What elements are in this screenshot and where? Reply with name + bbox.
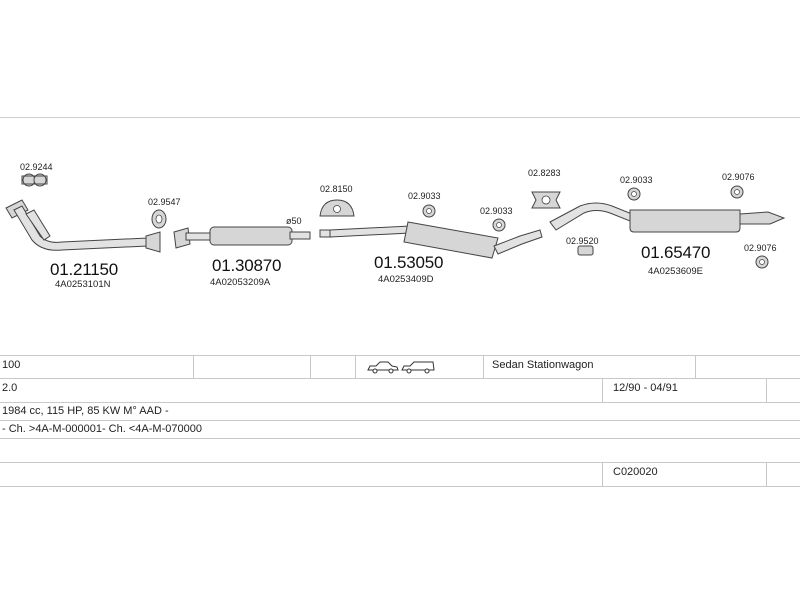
body-type-cell: Sedan Stationwagon bbox=[492, 359, 594, 371]
spec-cell: 1984 cc, 115 HP, 85 KW M° AAD - bbox=[2, 405, 169, 417]
front-pipe-group: 02.9244 02.9547 01.21150 4A0253101N bbox=[5, 162, 181, 290]
ring-code-label: 02.9520 bbox=[566, 236, 599, 246]
middle-silencer-inlet bbox=[329, 225, 411, 238]
clamp-code-label: 02.9547 bbox=[148, 197, 181, 207]
gasket-icon[interactable] bbox=[21, 173, 48, 187]
rubber-code-label: 02.9076 bbox=[744, 243, 777, 253]
middle-silencer-group: 02.8150 02.9033 02.9033 01.53050 4A02534… bbox=[319, 184, 543, 285]
sedan-icon bbox=[367, 361, 399, 374]
engine-cell: 2.0 bbox=[2, 382, 18, 394]
front-pipe-end-flange bbox=[145, 231, 161, 253]
rubber-hanger-icon[interactable] bbox=[730, 185, 744, 199]
oem-number-front-silencer: 4A02053209A bbox=[210, 277, 271, 288]
part-number-front-silencer[interactable]: 01.30870 bbox=[212, 256, 282, 275]
rubber-code-label: 02.9076 bbox=[722, 172, 755, 182]
table-col-line bbox=[695, 355, 696, 378]
table-row-line bbox=[0, 438, 800, 439]
rear-silencer-body[interactable] bbox=[629, 209, 741, 233]
oem-number-rear-silencer: 4A0253609E bbox=[648, 266, 703, 277]
clamp-icon[interactable] bbox=[151, 209, 167, 229]
table-row-line bbox=[0, 486, 800, 487]
mount-code-label: 02.9033 bbox=[480, 206, 513, 216]
oem-number-front-pipe: 4A0253101N bbox=[55, 279, 111, 290]
oem-number-middle-silencer: 4A0253409D bbox=[378, 274, 434, 285]
table-col-line bbox=[355, 355, 356, 378]
table-col-line bbox=[193, 355, 194, 378]
clamp-icon[interactable] bbox=[319, 199, 355, 217]
table-col-line bbox=[602, 378, 603, 402]
table-col-line bbox=[483, 355, 484, 378]
table-col-line bbox=[766, 462, 767, 486]
front-silencer-group: ø50 01.30870 4A02053209A bbox=[173, 216, 311, 288]
front-silencer-inlet bbox=[185, 232, 213, 241]
mount-code-label: 02.8283 bbox=[528, 168, 561, 178]
table-row-line bbox=[0, 462, 800, 463]
rubber-mount-icon[interactable] bbox=[627, 187, 641, 201]
table-row-line bbox=[0, 355, 800, 356]
chassis-cell: - Ch. >4A-M-000001- Ch. <4A-M-070000 bbox=[2, 423, 202, 435]
part-number-front-pipe[interactable]: 01.21150 bbox=[50, 260, 118, 279]
rubber-mount-icon[interactable] bbox=[531, 191, 561, 209]
mount-code-label: 02.9033 bbox=[620, 175, 653, 185]
rear-silencer-group: 02.8283 02.9520 02.9033 02.9076 02.9076 … bbox=[528, 168, 786, 277]
catalog-code-cell: C020020 bbox=[613, 466, 658, 478]
rubber-mount-icon[interactable] bbox=[492, 218, 506, 232]
table-col-line bbox=[602, 462, 603, 486]
model-cell: 100 bbox=[2, 359, 21, 371]
part-number-middle-silencer[interactable]: 01.53050 bbox=[374, 253, 444, 272]
rear-silencer-tailpipe bbox=[739, 211, 786, 225]
front-silencer-body[interactable] bbox=[209, 226, 293, 246]
rubber-ring-icon[interactable] bbox=[577, 245, 594, 256]
mount-code-label: 02.9033 bbox=[408, 191, 441, 201]
middle-silencer-outlet bbox=[493, 229, 543, 255]
table-row-line bbox=[0, 420, 800, 421]
rubber-mount-icon[interactable] bbox=[422, 204, 436, 218]
clamp-code-label: 02.8150 bbox=[320, 184, 353, 194]
front-pipe-branch bbox=[25, 209, 51, 241]
table-row-line bbox=[0, 402, 800, 403]
table-col-line bbox=[766, 378, 767, 402]
stationwagon-icon bbox=[401, 361, 435, 374]
table-col-line bbox=[310, 355, 311, 378]
middle-silencer-body[interactable] bbox=[403, 221, 499, 259]
diameter-label: ø50 bbox=[286, 216, 302, 226]
rubber-hanger-icon[interactable] bbox=[755, 255, 769, 269]
part-number-rear-silencer[interactable]: 01.65470 bbox=[641, 243, 711, 262]
table-row-line bbox=[0, 378, 800, 379]
top-divider bbox=[0, 117, 800, 118]
rear-silencer-inlet bbox=[549, 202, 633, 231]
gasket-code-label: 02.9244 bbox=[20, 162, 53, 172]
front-silencer-outlet bbox=[289, 231, 311, 240]
years-cell: 12/90 - 04/91 bbox=[613, 382, 678, 394]
